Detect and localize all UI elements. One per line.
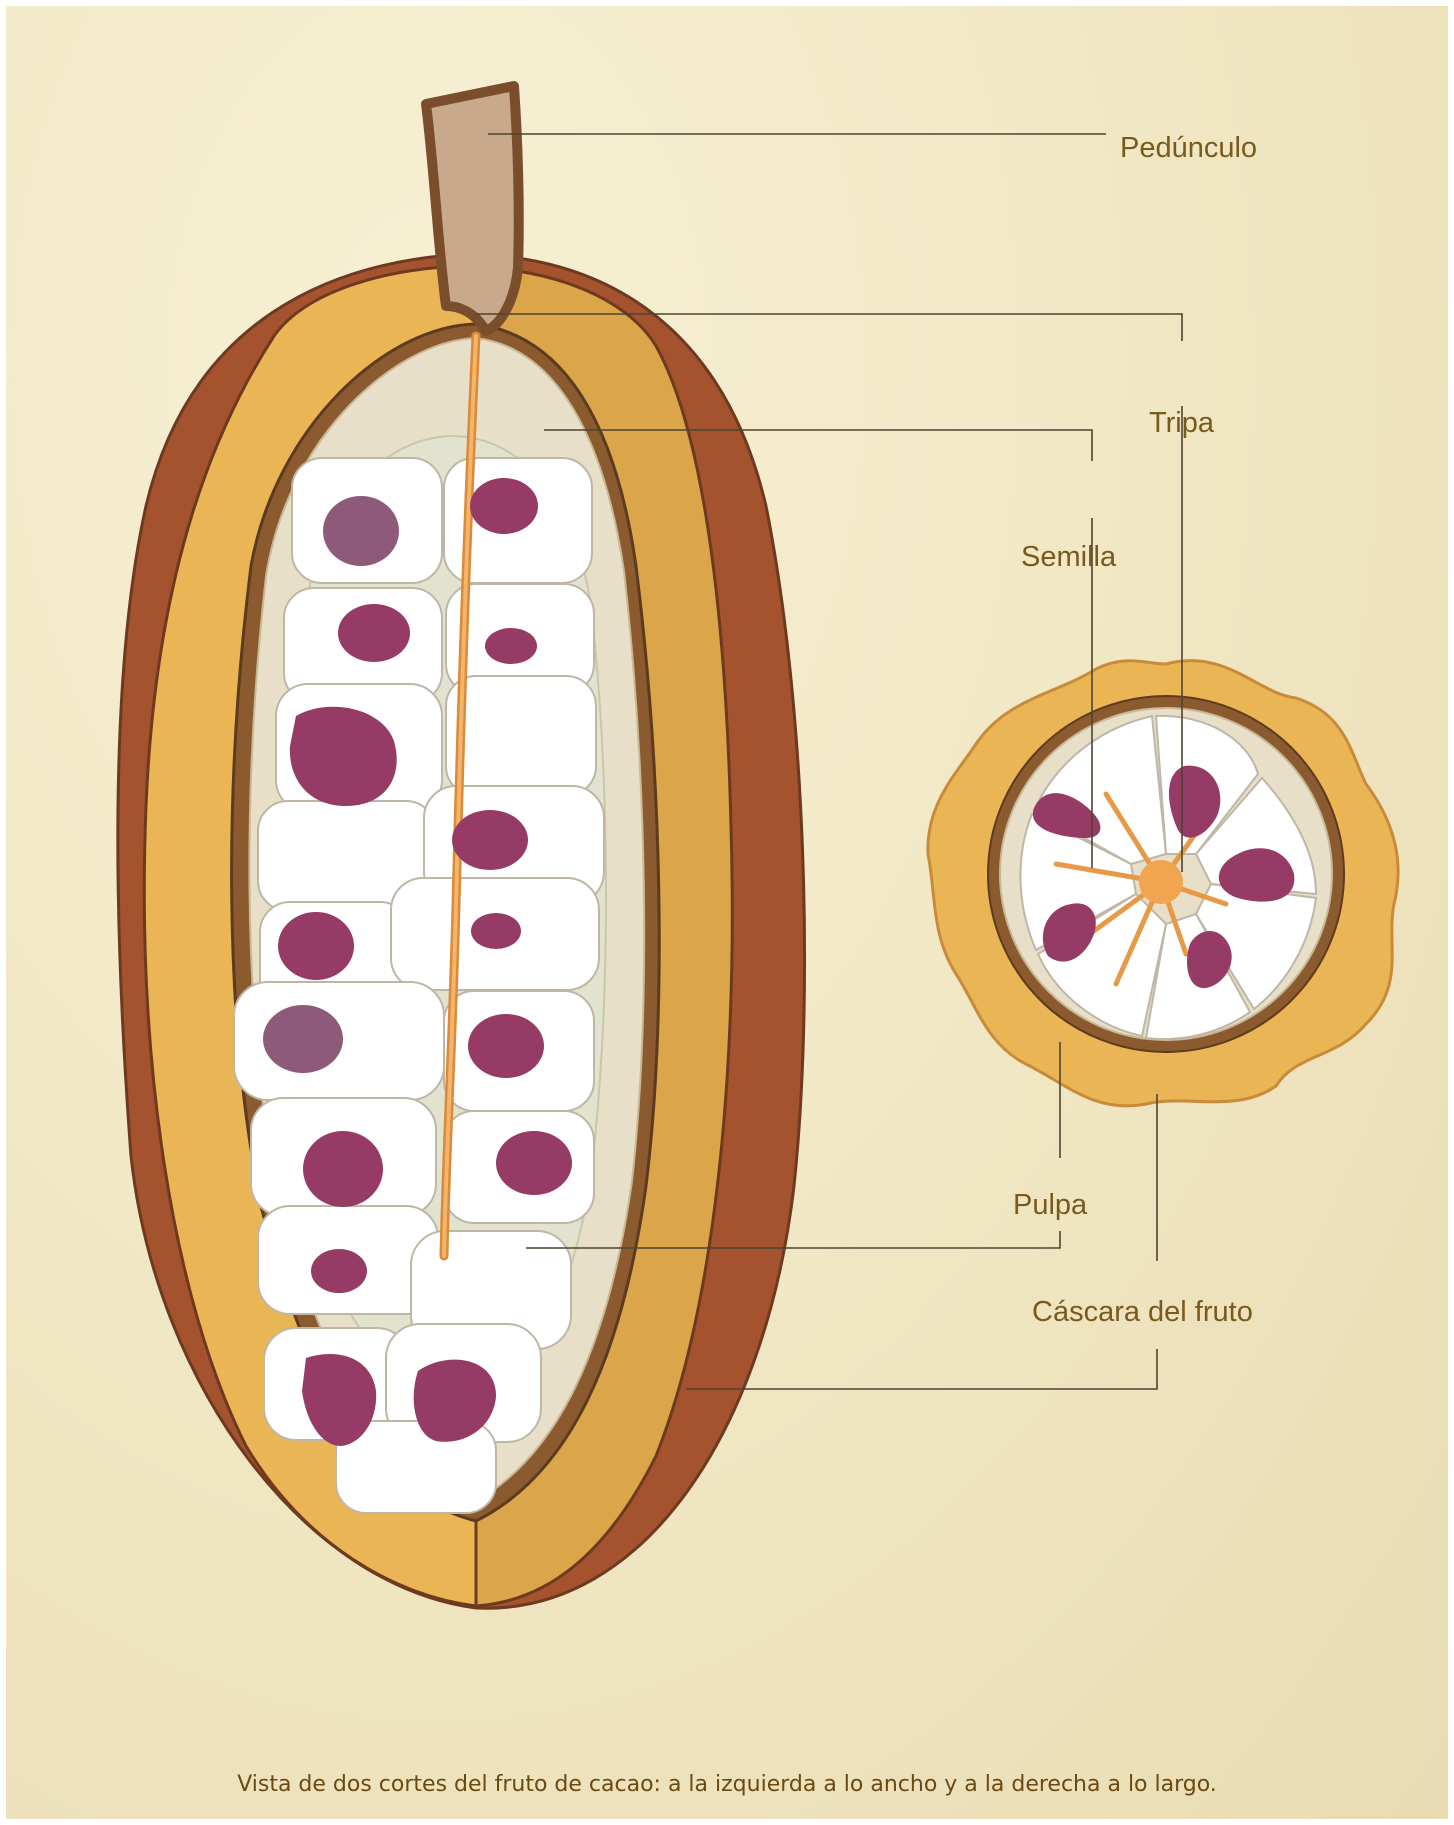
seed-flesh: [446, 676, 596, 796]
seed-core: [278, 912, 354, 980]
seed-core: [311, 1249, 367, 1293]
peduncle-stalk: [426, 86, 519, 331]
label-seed: Semilla: [1021, 543, 1116, 572]
label-pulp: Pulpa: [1013, 1191, 1087, 1220]
cross-section: [928, 661, 1398, 1106]
seed-core: [471, 913, 521, 949]
seed-core: [303, 1131, 383, 1207]
seed-core: [263, 1005, 343, 1073]
seed-core: [468, 1014, 544, 1078]
seed-core: [496, 1131, 572, 1195]
label-peduncle: Pedúnculo: [1120, 134, 1257, 163]
illustration-canvas: Pedúnculo Tripa Semilla Pulpa Cáscara de…: [6, 6, 1448, 1819]
cacao-diagram: [6, 6, 1448, 1819]
seed-core: [470, 478, 538, 534]
label-placenta: Tripa: [1149, 409, 1214, 438]
label-husk: Cáscara del fruto: [1032, 1298, 1253, 1327]
seed-core: [323, 496, 399, 566]
seed-core: [452, 810, 528, 870]
seed-core: [485, 628, 537, 664]
seed-core: [338, 604, 410, 662]
figure-caption: Vista de dos cortes del fruto de cacao: …: [6, 1772, 1448, 1797]
